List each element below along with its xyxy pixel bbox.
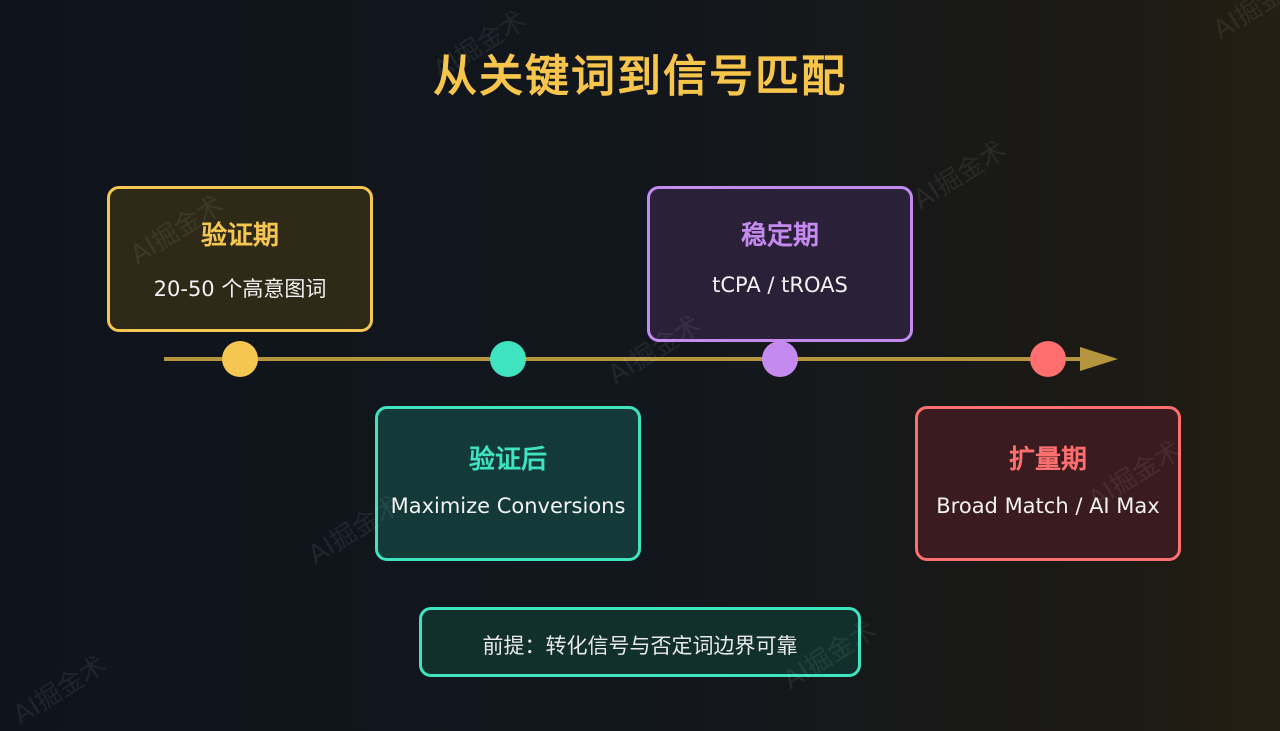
- page-title: 从关键词到信号匹配: [433, 51, 847, 102]
- precondition-note: 前提：转化信号与否定词边界可靠: [419, 607, 861, 677]
- phase-description: tCPA / tROAS: [712, 273, 848, 297]
- phase-title: 扩量期: [1008, 445, 1087, 475]
- timeline-dot-phase-3: [762, 341, 798, 377]
- timeline-dot-phase-2: [490, 341, 526, 377]
- phase-title: 稳定期: [740, 221, 819, 251]
- phase-title: 验证期: [200, 221, 279, 251]
- phase-description: Maximize Conversions: [390, 494, 626, 518]
- phase-card-validation: 验证期 20-50 个高意图词: [107, 186, 373, 332]
- phase-description: 20-50 个高意图词: [153, 277, 327, 301]
- timeline-dot-phase-4: [1030, 341, 1066, 377]
- phase-card-stable: 稳定期 tCPA / tROAS: [647, 186, 913, 342]
- timeline-arrowhead: [1080, 347, 1118, 371]
- phase-description: Broad Match / AI Max: [936, 494, 1160, 518]
- phase-card-post-validation: 验证后 Maximize Conversions: [375, 406, 641, 561]
- precondition-text: 前提：转化信号与否定词边界可靠: [482, 634, 798, 658]
- phase-title: 验证后: [468, 445, 547, 475]
- timeline-dot-phase-1: [222, 341, 258, 377]
- phase-card-scale: 扩量期 Broad Match / AI Max: [915, 406, 1181, 561]
